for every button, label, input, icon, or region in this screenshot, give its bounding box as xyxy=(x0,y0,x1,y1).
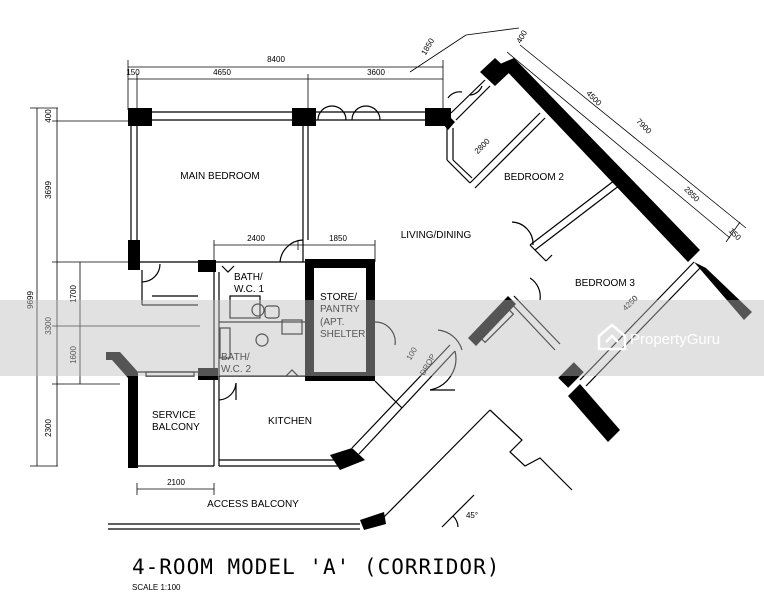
dim-inner-2400: 2400 xyxy=(247,234,265,243)
dim-left-1600: 1600 xyxy=(69,346,78,364)
room-store-line4: SHELTER) xyxy=(320,329,369,340)
dim-left-400: 400 xyxy=(44,109,53,123)
dim-left-2300: 2300 xyxy=(44,419,53,437)
dim-left-3300: 3300 xyxy=(44,317,53,335)
room-bath2-line2: W.C. 2 xyxy=(221,364,251,375)
dim-top-3600: 3600 xyxy=(367,68,385,77)
room-living-dining: LIVING/DINING xyxy=(401,230,472,241)
room-bath2-line1: BATH/ xyxy=(221,352,250,363)
dim-top-1850: 1850 xyxy=(419,36,436,56)
room-store-line3: (APT. xyxy=(320,317,344,328)
dim-top-total: 8400 xyxy=(267,55,285,64)
dim-top-400: 400 xyxy=(515,28,530,45)
dim-angle: 45° xyxy=(466,511,478,520)
dimension-lines xyxy=(30,27,747,495)
propertyguru-logo-icon xyxy=(597,323,627,351)
dim-bottom-2100: 2100 xyxy=(167,478,185,487)
room-bath1-line2: W.C. 1 xyxy=(234,284,264,295)
dim-left-3699: 3699 xyxy=(44,181,53,199)
dim-diag-150: 150 xyxy=(727,226,743,242)
room-bedroom-2: BEDROOM 2 xyxy=(504,172,564,183)
dim-left-9699: 9699 xyxy=(26,291,35,309)
plan-title: 4-ROOM MODEL 'A' (CORRIDOR) xyxy=(132,555,500,579)
plan-scale: SCALE 1:100 xyxy=(132,583,181,592)
doors-and-fixtures xyxy=(141,85,541,528)
room-labels: MAIN BEDROOM BEDROOM 2 BEDROOM 3 LIVING/… xyxy=(152,171,635,510)
dim-left-1700: 1700 xyxy=(69,285,78,303)
room-service-balcony-line2: BALCONY xyxy=(152,422,200,433)
dim-inner-1850: 1850 xyxy=(329,234,347,243)
room-store-line2: PANTRY xyxy=(320,304,360,315)
dim-diag-7900: 7900 xyxy=(634,117,653,136)
room-bath1-line1: BATH/ xyxy=(234,272,263,283)
room-access-balcony: ACCESS BALCONY xyxy=(207,499,299,510)
room-store-line1: STORE/ xyxy=(320,292,357,303)
walls xyxy=(106,58,752,530)
dim-diag-2800: 2800 xyxy=(473,136,492,155)
room-kitchen: KITCHEN xyxy=(268,416,312,427)
dim-top-4650: 4650 xyxy=(213,68,231,77)
dim-top-150: 150 xyxy=(126,68,140,77)
room-service-balcony-line1: SERVICE xyxy=(152,410,196,421)
room-main-bedroom: MAIN BEDROOM xyxy=(180,171,259,182)
watermark-brand: PropertyGuru xyxy=(630,331,720,348)
watermark: PropertyGuru xyxy=(0,300,764,376)
room-bedroom-3: BEDROOM 3 xyxy=(575,278,635,289)
dim-diag-2850: 2850 xyxy=(682,185,701,204)
